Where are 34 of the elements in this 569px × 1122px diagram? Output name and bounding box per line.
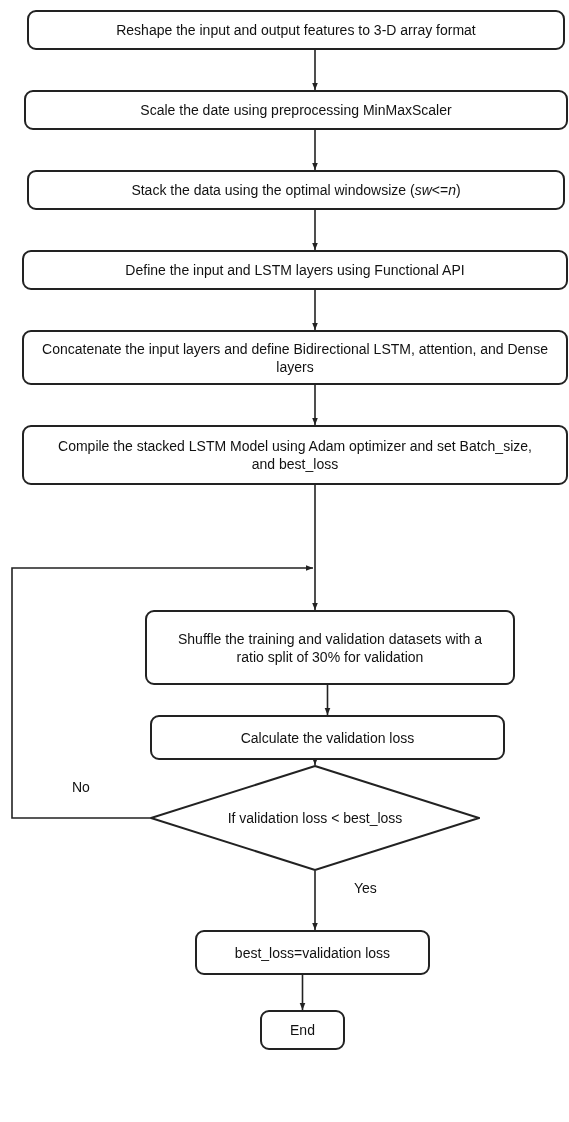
process-box (145, 610, 515, 685)
arrow (312, 209, 318, 251)
arrow (312, 289, 318, 331)
edge-label: Yes (352, 880, 379, 896)
process-box (27, 170, 565, 210)
process-box (22, 330, 568, 385)
step-text: End (290, 1021, 315, 1039)
step-text: If validation loss < best_loss (227, 809, 403, 827)
process-box (27, 10, 565, 50)
arrow (312, 870, 318, 931)
edge-label: No (70, 779, 92, 795)
arrow (324, 684, 331, 716)
step-text: Calculate the validation loss (240, 728, 415, 747)
step-text: Concatenate the input layers and define Bidirectional LSTM, attention, and Dense layers (41, 339, 549, 376)
step-text: Stack the data using the optimal windowsize (sw<=n) (131, 181, 461, 199)
arrow (312, 384, 318, 426)
process-box (24, 90, 568, 130)
step-text: Reshape the input and output features to 3-D array format (116, 21, 476, 39)
step-text: Compile the stacked LSTM Model using Adam optimizer and set Batch_size, and best_loss (57, 437, 533, 473)
step-text: Scale the date using preprocessing MinMaxScaler (140, 101, 452, 119)
step-text: Shuffle the training and validation datasets with a ratio split of 30% for validation (176, 629, 484, 666)
arrow (299, 974, 306, 1011)
arrow (312, 484, 318, 611)
process-box (195, 930, 430, 975)
terminal-box (260, 1010, 345, 1050)
step-text: Define the input and LSTM layers using Functional API (125, 261, 465, 279)
process-box (22, 425, 568, 485)
step-text: best_loss=validation loss (234, 943, 391, 962)
arrow (312, 49, 318, 91)
process-box (150, 715, 505, 760)
arrow (312, 758, 318, 766)
arrow (11, 565, 314, 819)
arrow (312, 129, 318, 171)
process-box (22, 250, 568, 290)
